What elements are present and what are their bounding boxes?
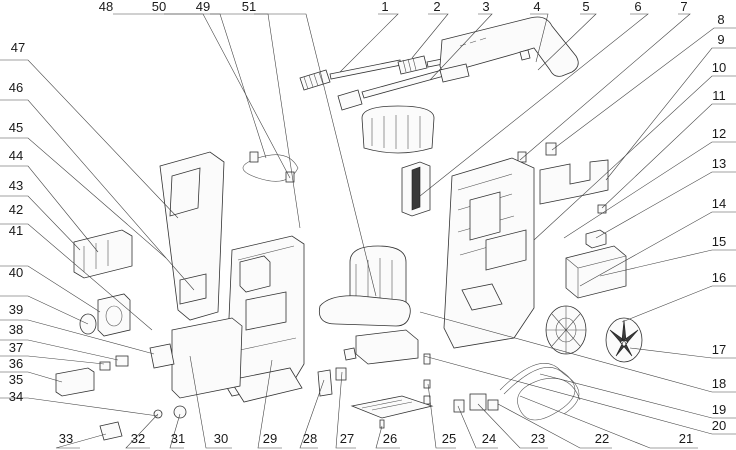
callout-38: 38: [9, 322, 23, 337]
hook-part: [73, 229, 133, 279]
callout-3: 3: [482, 0, 489, 14]
callout-50: 50: [152, 0, 166, 14]
callout-41: 41: [9, 223, 23, 238]
callout-2: 2: [433, 0, 440, 14]
callout-43: 43: [9, 178, 23, 193]
callout-5: 5: [582, 0, 589, 14]
callout-19: 19: [712, 402, 726, 417]
callout-27: 27: [340, 431, 354, 446]
callout-21: 21: [679, 431, 693, 446]
callout-34: 34: [9, 389, 23, 404]
callout-45: 45: [9, 120, 23, 135]
bracket-part: [539, 159, 609, 214]
callout-39: 39: [9, 302, 23, 317]
foam-cannon-part: [337, 63, 470, 154]
callout-20: 20: [712, 418, 726, 433]
callout-1: 1: [381, 0, 388, 14]
plug-part: [55, 367, 95, 397]
callout-42: 42: [9, 202, 23, 217]
main-housing-right-part: [443, 157, 535, 349]
callout-32: 32: [131, 431, 145, 446]
callout-26: 26: [383, 431, 397, 446]
base-tray-part: [350, 395, 434, 429]
hose-holder-part: [401, 161, 431, 217]
callout-49: 49: [196, 0, 210, 14]
callout-44: 44: [9, 148, 23, 163]
callout-6: 6: [634, 0, 641, 14]
callout-29: 29: [263, 431, 277, 446]
callout-4: 4: [533, 0, 540, 14]
callout-35: 35: [9, 372, 23, 387]
callout-13: 13: [712, 156, 726, 171]
callout-36: 36: [9, 356, 23, 371]
callout-24: 24: [482, 431, 496, 446]
callout-11: 11: [712, 88, 726, 103]
callout-47: 47: [11, 40, 25, 55]
callout-40: 40: [9, 265, 23, 280]
callout-8: 8: [717, 12, 724, 27]
callout-15: 15: [712, 234, 726, 249]
motor-pump-part: [318, 245, 419, 365]
callout-46: 46: [9, 80, 23, 95]
wheel-part: [545, 305, 643, 363]
callout-28: 28: [303, 431, 317, 446]
spray-nozzle-part: [299, 59, 402, 91]
callout-37: 37: [9, 340, 23, 355]
callout-17: 17: [712, 342, 726, 357]
callout-31: 31: [171, 431, 185, 446]
connector-parts: [423, 353, 499, 413]
callout-51: 51: [242, 0, 256, 14]
detergent-tank-part: [565, 229, 627, 299]
leader-lines: [0, 13, 736, 449]
callout-7: 7: [680, 0, 687, 14]
callout-23: 23: [531, 431, 545, 446]
callout-12: 12: [712, 126, 726, 141]
handle-frame-part: [159, 151, 225, 321]
callout-18: 18: [712, 376, 726, 391]
high-pressure-hose-part: [242, 151, 299, 183]
main-housing-left-part: [225, 235, 305, 403]
callout-labels: 1 2 3 4 5 6 7 8 9 10 11 12 13 14 15 16 1…: [9, 0, 726, 446]
callout-22: 22: [595, 431, 609, 446]
callout-14: 14: [712, 196, 726, 211]
callout-33: 33: [59, 431, 73, 446]
callout-25: 25: [442, 431, 456, 446]
side-panel-part: [97, 293, 131, 337]
valve-part: [317, 367, 347, 397]
front-cover-part: [171, 317, 243, 399]
callout-16: 16: [712, 270, 726, 285]
callout-10: 10: [712, 60, 726, 75]
callout-30: 30: [214, 431, 228, 446]
inlet-hose-part: [499, 363, 581, 421]
switch-part: [99, 343, 175, 371]
callout-48: 48: [99, 0, 113, 14]
callout-9: 9: [717, 32, 724, 47]
clip-part: [517, 142, 557, 163]
